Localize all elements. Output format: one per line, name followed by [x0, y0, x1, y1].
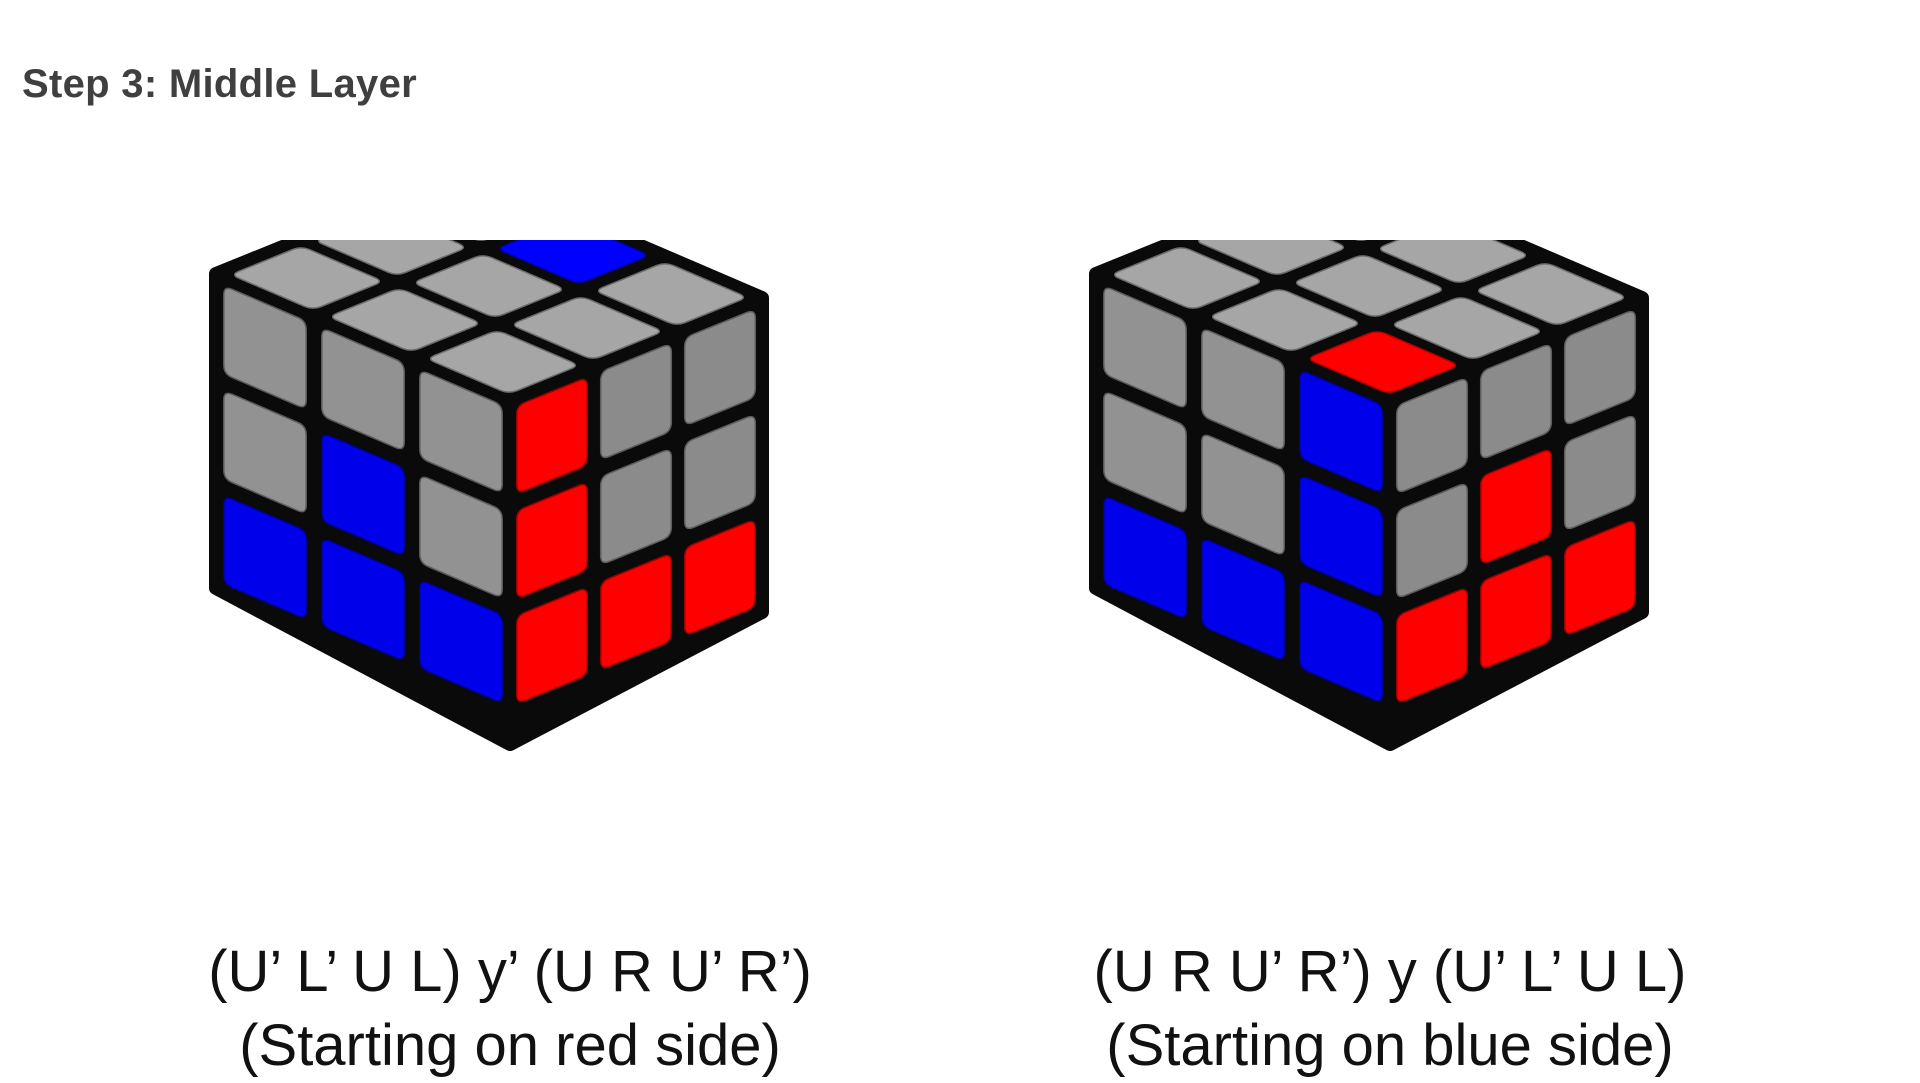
cube-illustration-red-side	[130, 240, 890, 880]
start-note-text: (Starting on blue side)	[1010, 1009, 1770, 1083]
cube-caption-blue-side: (U R U’ R’) y (U’ L’ U L) (Starting on b…	[1010, 935, 1770, 1083]
cube-illustration-blue-side	[1010, 240, 1770, 880]
page-title: Step 3: Middle Layer	[22, 62, 417, 107]
algorithm-text: (U’ L’ U L) y’ (U R U’ R’)	[130, 935, 890, 1009]
cube-caption-red-side: (U’ L’ U L) y’ (U R U’ R’) (Starting on …	[130, 935, 890, 1083]
algorithm-text: (U R U’ R’) y (U’ L’ U L)	[1010, 935, 1770, 1009]
start-note-text: (Starting on red side)	[130, 1009, 890, 1083]
